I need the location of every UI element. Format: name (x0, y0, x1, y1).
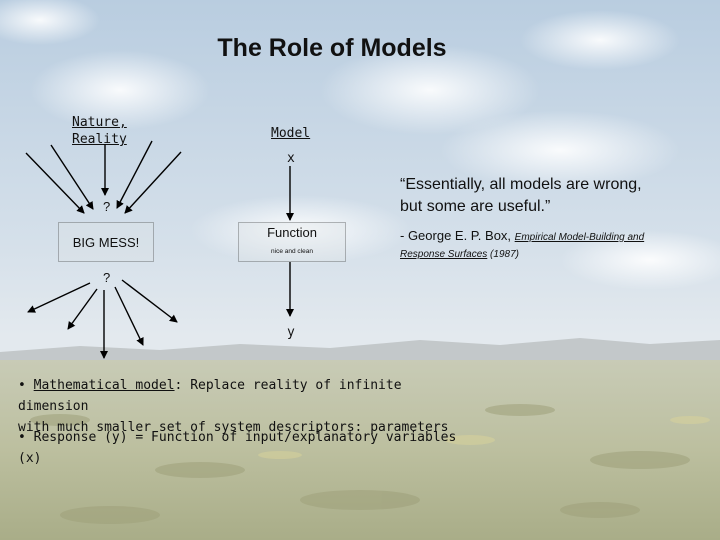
box-quote: “Essentially, all models are wrong, but … (400, 174, 700, 218)
bullet1-line1: : Replace reality of infinite dimension (18, 378, 402, 414)
bullet1-marker: • (18, 378, 34, 393)
model-label: Model (271, 126, 311, 141)
quote-line2: but some are useful.” (400, 198, 551, 215)
big-mess-box: BIG MESS! (58, 222, 154, 262)
nature-label-line2: Reality (72, 132, 127, 147)
bullet-response: • Response (y) = Function of input/expla… (18, 430, 457, 466)
x-label: x (287, 151, 295, 166)
cite-year: (1987) (487, 249, 519, 260)
arrow-out-4 (114, 286, 144, 346)
slide-title: The Role of Models (217, 34, 447, 62)
cite-book-part2: Response Surfaces (400, 249, 488, 260)
nature-label-line1: Nature, (72, 115, 127, 130)
question-mark-top: ? (103, 199, 111, 214)
bullet1-line2: with much smaller set of system descript… (18, 420, 449, 435)
bullet1-term: Mathematical model (33, 378, 175, 393)
question-mark-bottom: ? (103, 270, 111, 285)
arrow-out-2 (67, 288, 98, 330)
arrow-out-1 (27, 282, 91, 313)
cite-author: - George E. P. Box, (400, 228, 515, 243)
function-box: Function nice and clean (238, 222, 346, 262)
big-mess-label: BIG MESS! (72, 234, 140, 250)
arrow-in-5 (124, 151, 182, 214)
arrow-in-2 (50, 144, 94, 210)
quote-line1: “Essentially, all models are wrong, (400, 176, 642, 193)
cite-book-part1: Empirical Model-Building and (514, 232, 645, 243)
y-label: y (287, 325, 295, 340)
arrow-in-4 (116, 140, 153, 209)
function-label: Function (267, 225, 317, 240)
nice-and-clean-label: nice and clean (271, 248, 313, 255)
quote-citation: - George E. P. Box, Empirical Model-Buil… (400, 228, 700, 262)
arrow-out-5 (121, 279, 178, 323)
bullet-mathematical-model: • Mathematical model: Replace reality of… (18, 375, 458, 438)
nature-reality-label: Nature, Reality (72, 114, 132, 148)
arrow-in-1 (25, 152, 85, 214)
